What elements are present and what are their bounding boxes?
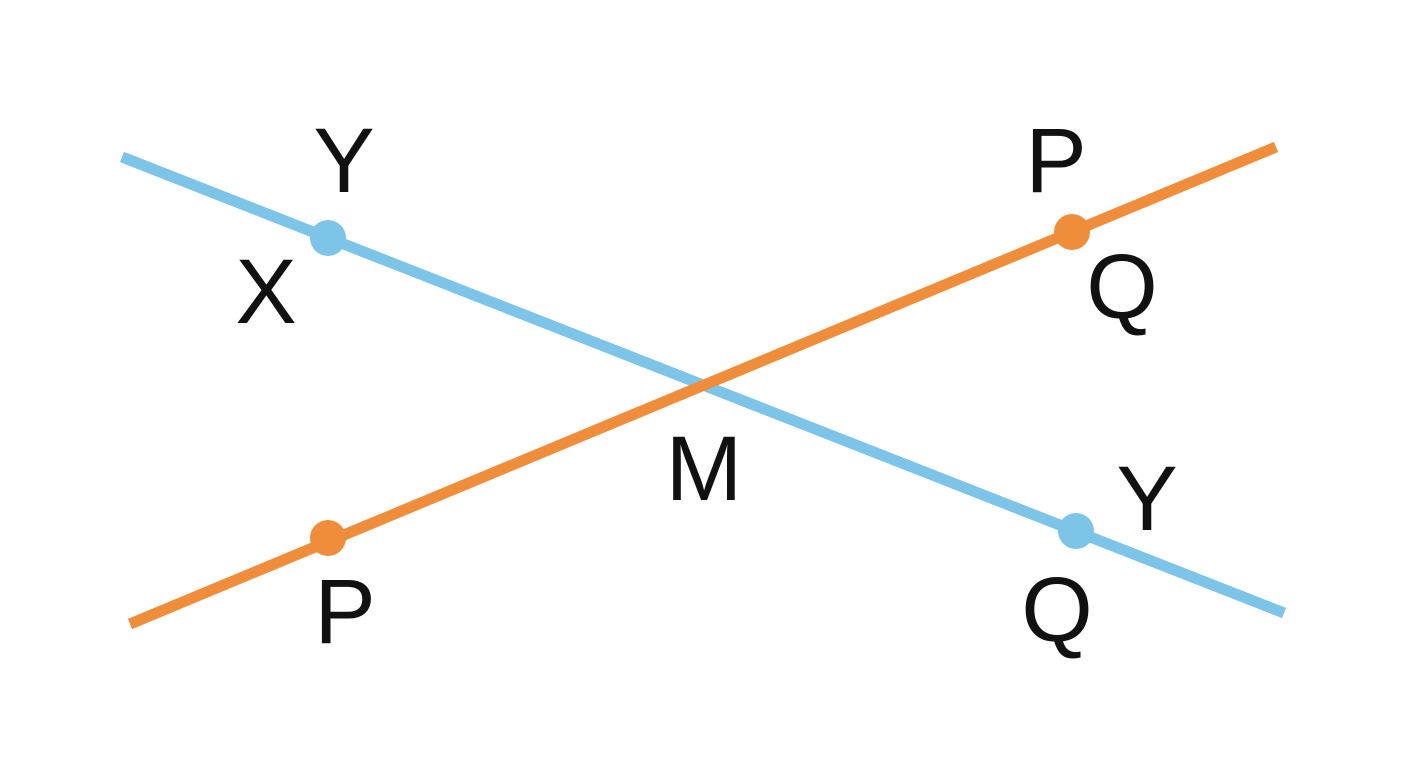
point-blue-bottom-right — [1058, 513, 1094, 549]
label-y-top-left: Y — [313, 110, 374, 212]
point-blue-top-left — [310, 220, 346, 256]
label-y-bottom-right: Y — [1116, 448, 1177, 550]
point-orange-top-right — [1054, 214, 1090, 250]
label-q-bottom-right: Q — [1021, 559, 1093, 661]
label-q-top-right: Q — [1086, 236, 1158, 338]
label-m-center: M — [666, 418, 743, 520]
label-p-bottom-left: P — [314, 561, 375, 663]
label-p-top-right: P — [1025, 110, 1086, 212]
point-orange-bottom-left — [310, 520, 346, 556]
label-x-left: X — [235, 241, 296, 343]
